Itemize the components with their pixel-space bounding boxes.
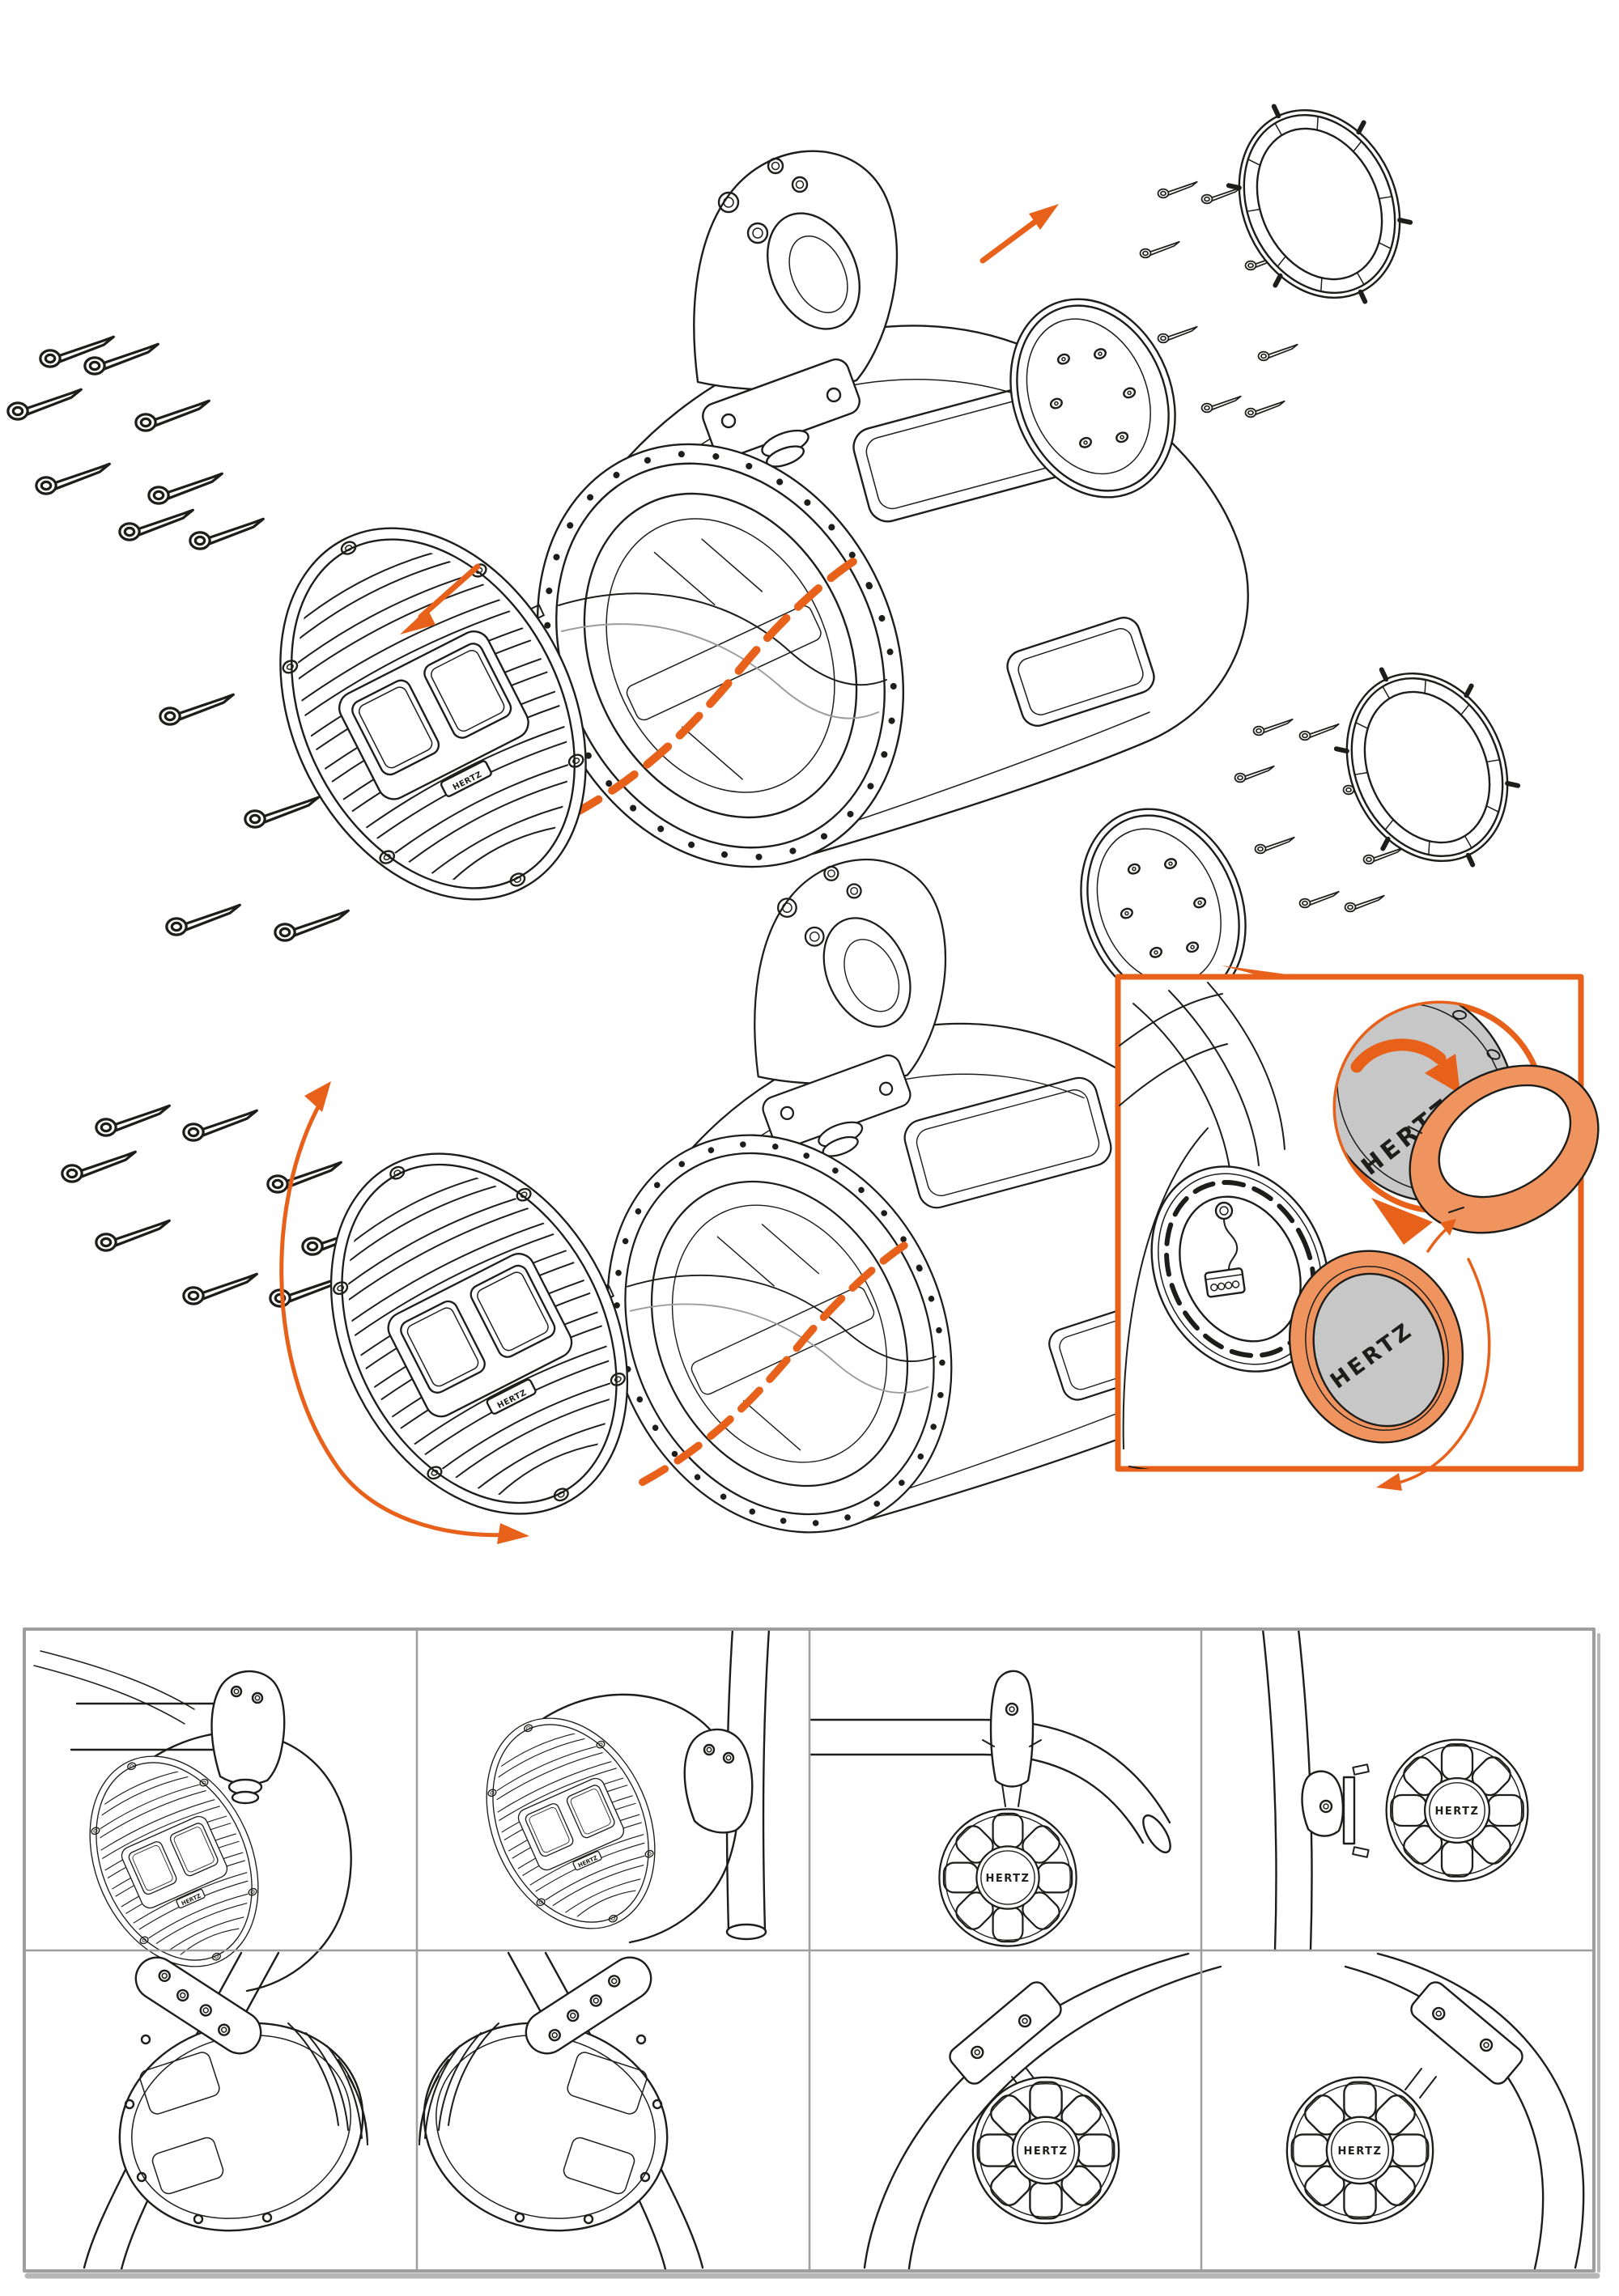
screw-icon [1257,343,1298,362]
mount-panel-1: HERTZ [33,1650,352,1993]
rotate-ccw-arc-icon [279,1081,529,1544]
screw-icon [159,693,235,726]
trim-ring-orange [1408,1064,1600,1234]
connector-plug-icon [1204,1201,1246,1298]
screw-icon [1298,723,1340,741]
screw-icon [244,796,320,829]
rotate-ccw-thin-arrow-icon [1376,1219,1491,1491]
bar-clamp [683,1728,754,1834]
mount-panel-6 [419,1951,704,2269]
mount-panel-8: HERTZ [1285,1952,1585,2269]
mount-panel-2: HERTZ [455,1631,771,1955]
arch-bracket [1410,1981,1523,2085]
arch-bracket [949,1981,1062,2085]
mount-panel-3: HERTZ [810,1670,1171,1947]
screw-set-left-2 [61,1104,377,1308]
screw-icon [147,472,223,505]
screw-icon [182,1272,258,1305]
screw-icon [1254,836,1295,855]
mount-panel-4: HERTZ [1262,1631,1529,1952]
gasket-1 [980,273,1205,524]
mount-panel-7: HERTZ [863,1952,1222,2269]
screw-icon [1234,765,1275,783]
saddle-bracket [134,1956,262,2055]
bar-clamp [210,1670,286,1785]
hertz-logo-text: HERTZ [1024,2145,1069,2158]
screw-icon [1298,890,1340,909]
screw-icon [6,388,83,421]
trim-ring-1 [1205,74,1434,334]
orange-ring-assembly: HERTZ [1288,1250,1464,1444]
screw-icon [134,399,210,432]
saddle-bracket [525,1956,652,2055]
exploded-step-1: HERTZ [6,74,1434,952]
mount-panel-5 [83,1951,368,2269]
hertz-logo-text: HERTZ [1435,1806,1480,1818]
screw-icon [1344,894,1385,913]
hertz-logo-text: HERTZ [986,1873,1030,1885]
screw-icon [1157,180,1198,199]
screw-icon [61,1150,137,1183]
arrow-sw-icon [400,563,481,634]
screw-icon [1200,186,1242,205]
inset-detail-box: HERTZ HERTZ [1115,966,1600,1491]
screw-icon [1157,325,1198,344]
magnifier-circle-icon: HERTZ [1332,1000,1600,1234]
screw-icon [266,1161,342,1194]
screw-icon [189,517,265,550]
screw-icon [118,508,194,541]
screw-icon [1200,395,1242,414]
arrow-ne-icon [979,204,1059,264]
screw-icon [274,909,350,942]
rotate-cw-thick-arrow-icon [1350,1038,1460,1094]
screw-icon [35,462,111,495]
pod-rear-view [1119,982,1330,1469]
speaker-grille-2: HERTZ [273,1103,686,1564]
screw-icon [1252,718,1294,736]
screw-icon [95,1219,171,1252]
screw-icon [1244,400,1285,418]
bar-clamp [989,1670,1035,1788]
bar-clamp [1301,1770,1345,1837]
trim-ring-2 [1313,638,1542,898]
screw-icon [182,1109,258,1142]
screw-icon [95,1104,171,1137]
hertz-logo-text: HERTZ [1338,2145,1383,2158]
screw-icon [1139,240,1180,259]
exploded-step-2: HERTZ [61,638,1542,1589]
screw-icon [165,903,241,936]
speaker-grille-1: HERTZ [220,476,646,951]
mount-grid: HERTZ HERTZ HE [23,1628,1600,2279]
callout-wedge-icon [1371,1198,1433,1245]
